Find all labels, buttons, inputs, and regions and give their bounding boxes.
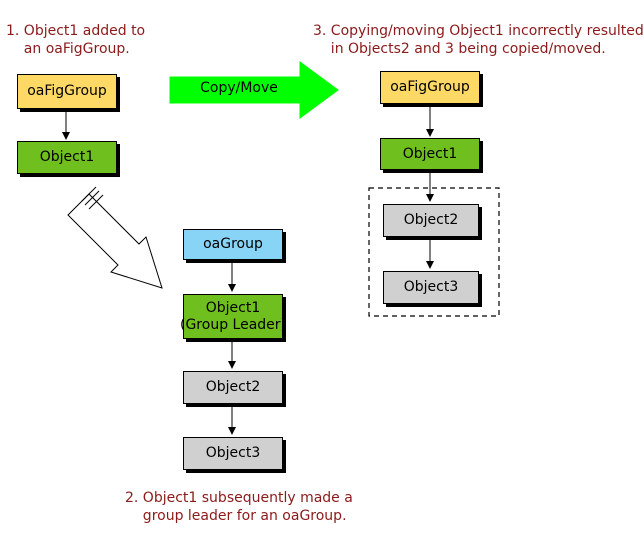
left-object1-box: Object1 bbox=[17, 141, 117, 174]
step1-caption: 1. Object1 added to an oaFigGroup. bbox=[6, 23, 146, 57]
mid-object1-box: Object1 (Group Leader) bbox=[180, 294, 286, 339]
right-figgroup-box: oaFigGroup bbox=[380, 71, 480, 104]
copy-move-arrow bbox=[169, 61, 339, 119]
copy-move-label: Copy/Move bbox=[200, 80, 278, 96]
mid-object2-box: Object2 bbox=[183, 371, 283, 404]
right-object1-box: Object1 bbox=[380, 138, 480, 170]
connectors bbox=[62, 61, 500, 435]
mid-group-box: oaGroup bbox=[183, 229, 283, 260]
copied-objects-dashed-box bbox=[368, 187, 500, 317]
hollow-diagonal-arrow bbox=[67, 186, 163, 289]
right-object2-box: Object2 bbox=[383, 204, 479, 237]
right-object3-box: Object3 bbox=[383, 271, 479, 304]
left-figgroup-box: oaFigGroup bbox=[17, 74, 117, 109]
step3-caption: 3. Copying/moving Object1 incorrectly re… bbox=[313, 23, 644, 57]
step2-caption: 2. Object1 subsequently made a group lea… bbox=[125, 490, 353, 524]
mid-object3-box: Object3 bbox=[183, 437, 283, 470]
